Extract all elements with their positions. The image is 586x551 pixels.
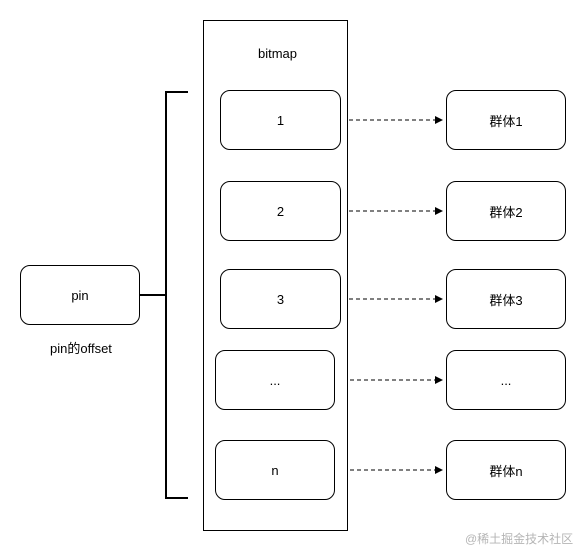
group-label: ... — [500, 372, 512, 388]
group-bracket — [165, 91, 188, 499]
slot-label: 2 — [276, 203, 285, 219]
group-label: 群体2 — [489, 204, 523, 220]
group-label: 群体1 — [489, 113, 523, 129]
bitmap-slot-4: ... — [215, 350, 335, 410]
group-label: 群体3 — [489, 292, 523, 308]
slot-label: ... — [269, 372, 281, 388]
pin-box-label: pin — [71, 287, 89, 303]
pin-offset-caption: pin的offset — [50, 341, 112, 356]
watermark: @稀土掘金技术社区 — [465, 532, 574, 546]
bitmap-slot-5: n — [215, 440, 335, 500]
bitmap-label: bitmap — [258, 46, 298, 61]
group-box-3: 群体3 — [446, 269, 566, 329]
slot-label: 3 — [276, 291, 285, 307]
group-box-1: 群体1 — [446, 90, 566, 150]
bitmap-slot-1: 1 — [220, 90, 341, 150]
group-label: 群体n — [489, 463, 523, 479]
group-box-2: 群体2 — [446, 181, 566, 241]
bitmap-slot-3: 3 — [220, 269, 341, 329]
bitmap-slot-2: 2 — [220, 181, 341, 241]
pin-box: pin — [20, 265, 140, 325]
slot-label: 1 — [276, 112, 285, 128]
group-box-4: ... — [446, 350, 566, 410]
slot-label: n — [271, 462, 279, 478]
group-box-5: 群体n — [446, 440, 566, 500]
